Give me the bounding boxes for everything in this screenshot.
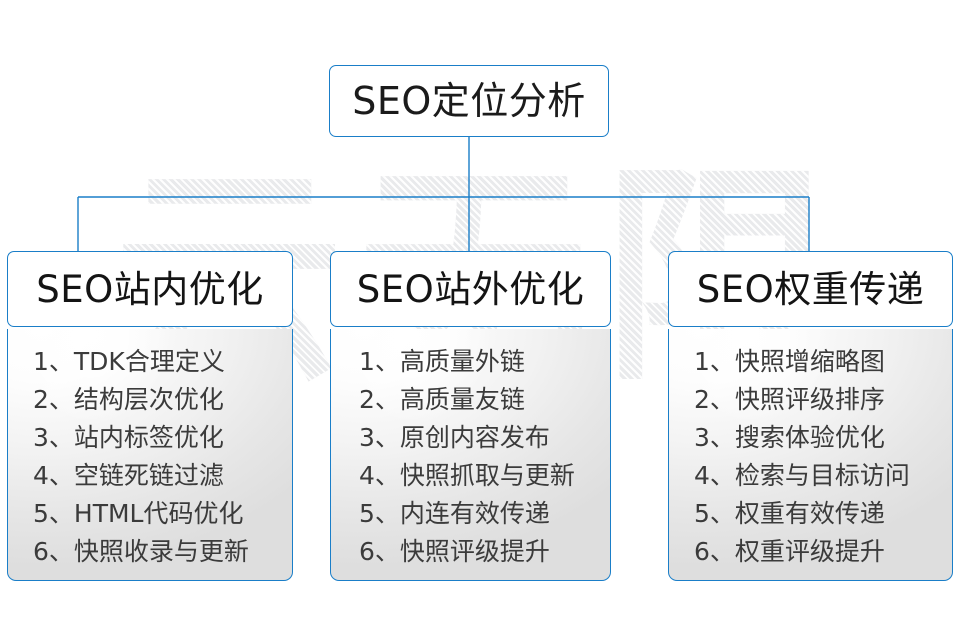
list-item: 4、检索与目标访问 [694, 461, 910, 490]
list-item: 1、快照增缩略图 [694, 347, 885, 376]
list-item: 4、空链死链过滤 [33, 461, 224, 490]
list-item: 6、权重评级提升 [694, 537, 885, 566]
list-item: 5、权重有效传递 [694, 499, 885, 528]
branch-body-1: 1、TDK合理定义 2、结构层次优化 3、站内标签优化 4、空链死链过滤 5、H… [7, 329, 293, 581]
branch-body-2: 1、高质量外链 2、高质量友链 3、原创内容发布 4、快照抓取与更新 5、内连有… [330, 329, 611, 581]
branch-column-1: SEO站内优化 1、TDK合理定义 2、结构层次优化 3、站内标签优化 4、空链… [7, 251, 293, 581]
root-node[interactable]: SEO定位分析 [329, 65, 609, 137]
list-item: 5、内连有效传递 [359, 499, 550, 528]
branch-header-label-1: SEO站内优化 [36, 267, 264, 311]
branch-list-3: 1、快照增缩略图 2、快照评级排序 3、搜索体验优化 4、检索与目标访问 5、权… [669, 343, 952, 571]
list-item: 3、搜索体验优化 [694, 423, 885, 452]
branch-column-2: SEO站外优化 1、高质量外链 2、高质量友链 3、原创内容发布 4、快照抓取与… [330, 251, 611, 581]
branch-column-3: SEO权重传递 1、快照增缩略图 2、快照评级排序 3、搜索体验优化 4、检索与… [668, 251, 953, 581]
list-item: 1、TDK合理定义 [33, 347, 225, 376]
list-item: 3、站内标签优化 [33, 423, 224, 452]
branch-list-2: 1、高质量外链 2、高质量友链 3、原创内容发布 4、快照抓取与更新 5、内连有… [331, 343, 610, 571]
root-node-label: SEO定位分析 [352, 79, 586, 123]
branch-header-label-3: SEO权重传递 [696, 267, 925, 311]
branch-header-1[interactable]: SEO站内优化 [7, 251, 293, 327]
list-item: 3、原创内容发布 [359, 423, 550, 452]
list-item: 6、快照收录与更新 [33, 537, 249, 566]
list-item: 5、HTML代码优化 [33, 499, 244, 528]
branch-header-2[interactable]: SEO站外优化 [330, 251, 611, 327]
branch-list-1: 1、TDK合理定义 2、结构层次优化 3、站内标签优化 4、空链死链过滤 5、H… [8, 343, 292, 571]
list-item: 2、快照评级排序 [694, 385, 885, 414]
list-item: 4、快照抓取与更新 [359, 461, 575, 490]
branch-body-3: 1、快照增缩略图 2、快照评级排序 3、搜索体验优化 4、检索与目标访问 5、权… [668, 329, 953, 581]
branch-header-label-2: SEO站外优化 [356, 267, 585, 311]
list-item: 1、高质量外链 [359, 347, 525, 376]
branch-header-3[interactable]: SEO权重传递 [668, 251, 953, 327]
list-item: 2、高质量友链 [359, 385, 525, 414]
list-item: 2、结构层次优化 [33, 385, 224, 414]
list-item: 6、快照评级提升 [359, 537, 550, 566]
